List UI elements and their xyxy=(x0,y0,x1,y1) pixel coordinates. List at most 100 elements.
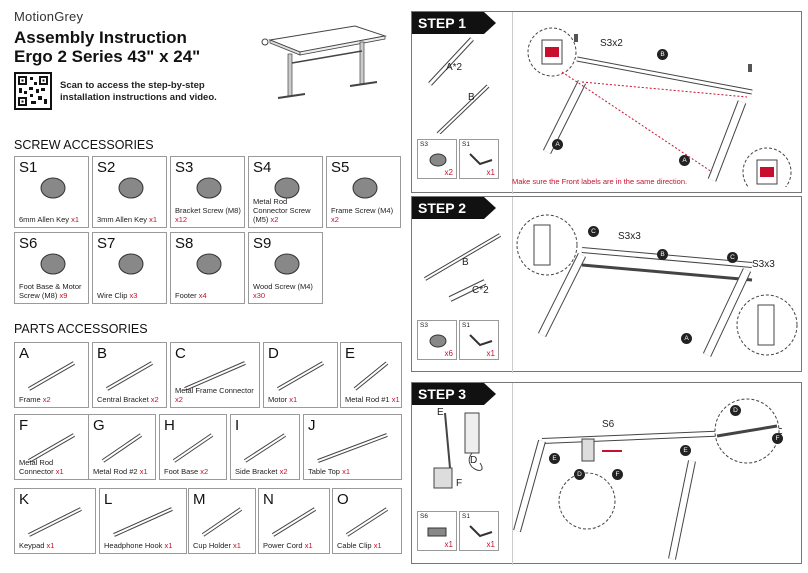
part-icon xyxy=(201,507,243,537)
part-label: Power Cord x1 xyxy=(263,541,313,550)
screw-code: S5 xyxy=(331,159,350,176)
part-icon xyxy=(27,433,76,463)
allen-key-icon xyxy=(469,525,493,538)
step-1-s3-box: S3 x2 xyxy=(417,139,457,179)
part-icon xyxy=(271,507,317,537)
part-card-b: B Central Bracket x2 xyxy=(92,342,167,408)
step-2-parts-illustration xyxy=(423,233,502,302)
step-2-s1-box: S1 x1 xyxy=(459,320,499,360)
part-qty: x2 xyxy=(150,395,159,404)
step-2-s1-code: S1 xyxy=(462,322,470,329)
screw-icon xyxy=(196,253,222,275)
part-qty: x1 xyxy=(233,541,241,550)
step-2-s3-box: S3 x6 xyxy=(417,320,457,360)
part-icon xyxy=(113,507,173,537)
part-label: Metal Rod #2 x1 xyxy=(93,467,148,476)
part-icon xyxy=(172,433,214,463)
part-code: B xyxy=(97,345,108,362)
part-icon xyxy=(101,433,143,463)
screw-code: S4 xyxy=(253,159,272,176)
parts-accessories-heading: PARTS ACCESSORIES xyxy=(14,322,148,336)
step-1-s1-box: S1 x1 xyxy=(459,139,499,179)
part-qty: x1 xyxy=(342,467,350,476)
part-code: C xyxy=(175,345,186,362)
step-3-s1-code: S1 xyxy=(462,513,470,520)
step-1-label-a2: A*2 xyxy=(446,62,463,73)
screw-icon xyxy=(196,177,222,199)
screw-label: Bracket Screw (M8) x12 xyxy=(175,206,244,224)
step-3-s6-box: S6 x1 xyxy=(417,511,457,551)
screw-icon xyxy=(40,177,66,199)
screw-code: S2 xyxy=(97,159,116,176)
step-3-parts-illustration xyxy=(433,412,483,489)
screw-qty: x12 xyxy=(175,215,188,224)
qr-code[interactable] xyxy=(14,72,52,110)
part-icon xyxy=(184,361,246,391)
part-code: M xyxy=(193,491,206,508)
screw-icon xyxy=(118,177,144,199)
part-code: L xyxy=(104,491,113,508)
screw-name: Footer xyxy=(175,291,197,300)
part-label: Metal Rod Connector x1 xyxy=(19,458,88,476)
screw-icon xyxy=(274,253,300,275)
step-2-label-s3-right: S3x3 xyxy=(752,259,775,270)
step-1-divider xyxy=(512,12,513,194)
callout-e: E xyxy=(549,453,560,464)
part-icon xyxy=(317,433,388,463)
part-label: Cable Clip x1 xyxy=(337,541,382,550)
screw-label: Wire Clip x3 xyxy=(97,291,137,300)
part-qty: x1 xyxy=(46,541,55,550)
part-label: Cup Holder x1 xyxy=(193,541,241,550)
screw-card-s2: S2 3mm Allen Key x1 xyxy=(92,156,167,228)
step-3-label-e: E xyxy=(437,407,444,418)
step-2-divider xyxy=(512,197,513,373)
part-label: Side Bracket x2 xyxy=(235,467,288,476)
part-label: Metal Rod #1 x1 xyxy=(345,395,400,404)
step-2-assembly-diagram xyxy=(516,214,798,357)
screw-code: S1 xyxy=(19,159,38,176)
step-1-assembly-diagram xyxy=(527,27,792,187)
step-2-s3-code: S3 xyxy=(420,322,428,329)
part-label: Central Bracket x2 xyxy=(97,395,159,404)
part-name: Frame xyxy=(19,395,41,404)
part-icon xyxy=(276,361,325,391)
part-name: Metal Rod #1 xyxy=(345,395,390,404)
screw-qty: x1 xyxy=(149,215,158,224)
callout-b: B xyxy=(657,49,668,60)
callout-f: F xyxy=(612,469,623,480)
screw-icon xyxy=(40,253,66,275)
callout-d-2: D xyxy=(730,405,741,416)
callout-b-2: B xyxy=(657,249,668,260)
part-label: Frame x2 xyxy=(19,395,51,404)
part-icon xyxy=(28,507,82,537)
screw-code: S3 xyxy=(175,159,194,176)
part-code: H xyxy=(164,417,175,434)
step-2-label-c2: C*2 xyxy=(472,285,489,296)
screw-name: Frame Screw (M4) xyxy=(331,206,394,215)
screw-label: Foot Base & Motor Screw (M8) x9 xyxy=(19,282,88,300)
screw-icon xyxy=(429,153,447,167)
screw-name: Bracket Screw (M8) xyxy=(175,206,241,215)
part-qty: x2 xyxy=(279,467,288,476)
part-name: Cable Clip xyxy=(337,541,372,550)
part-name: Power Cord xyxy=(263,541,303,550)
part-qty: x1 xyxy=(55,467,64,476)
step-1-panel: STEP 1 A*2 B S3 x2 S1 x1 S3x2 B A A Ma xyxy=(411,11,802,194)
part-label: Foot Base x2 xyxy=(164,467,208,476)
screw-accessories-heading: SCREW ACCESSORIES xyxy=(14,138,154,152)
part-name: Metal Rod #2 xyxy=(93,467,138,476)
step-1-label-b: B xyxy=(468,92,475,103)
part-name: Motor xyxy=(268,395,288,404)
step-1-s1-code: S1 xyxy=(462,141,470,148)
screw-label: Footer x4 xyxy=(175,291,207,300)
step-1-warning: Make sure the Front labels are in the sa… xyxy=(512,177,688,186)
step-3-tag: STEP 3 xyxy=(412,383,496,405)
part-icon xyxy=(353,361,389,391)
screw-label: 3mm Allen Key x1 xyxy=(97,215,157,224)
part-code: F xyxy=(19,417,29,434)
